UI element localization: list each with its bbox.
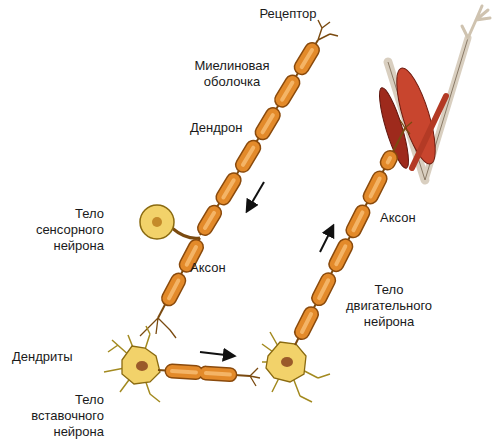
impulse-arrow (320, 226, 333, 252)
myelin-sheath (165, 247, 196, 306)
part-label: Аксон (190, 260, 250, 276)
receptor-endings (318, 20, 338, 40)
motor-cell-body (266, 342, 306, 382)
hand-bones (462, 6, 490, 38)
interneuron-dendrites (104, 326, 160, 402)
part-label: Тело двигательного нейрона (333, 282, 445, 330)
part-label: Тело вставочного нейрона (8, 392, 104, 440)
fiber-core (158, 370, 250, 376)
sensory-stem (172, 228, 200, 238)
sensory-axon-fiber (158, 238, 200, 318)
myelin-highlight (165, 247, 196, 306)
myelin-outline (172, 371, 236, 375)
part-label: Аксон (380, 210, 440, 226)
part-label: Дендрон (190, 120, 260, 136)
forearm-muscle (412, 96, 446, 168)
part-label: Рецептор (248, 6, 328, 22)
part-label: Тело сенсорного нейрона (12, 206, 104, 254)
part-label: Дендриты (12, 349, 102, 365)
part-label: Миелиновая оболочка (183, 58, 281, 90)
sensory-nucleus (152, 217, 162, 227)
axon-terminals (140, 318, 176, 338)
sensory-cell-body (140, 205, 174, 239)
myelin-outline (165, 247, 196, 306)
myelin-highlight (172, 371, 236, 375)
myelin-sheath (172, 371, 236, 375)
motor-end-plate (400, 120, 412, 134)
interneuron-terminals (250, 368, 260, 386)
fiber-core (158, 238, 200, 318)
interneuron-axon-fiber (158, 370, 250, 376)
impulse-arrow (200, 352, 234, 356)
interneuron-cell-body (122, 346, 160, 384)
impulse-arrow (247, 182, 264, 211)
interneuron-nucleus (136, 361, 148, 371)
motor-nucleus (281, 357, 293, 367)
